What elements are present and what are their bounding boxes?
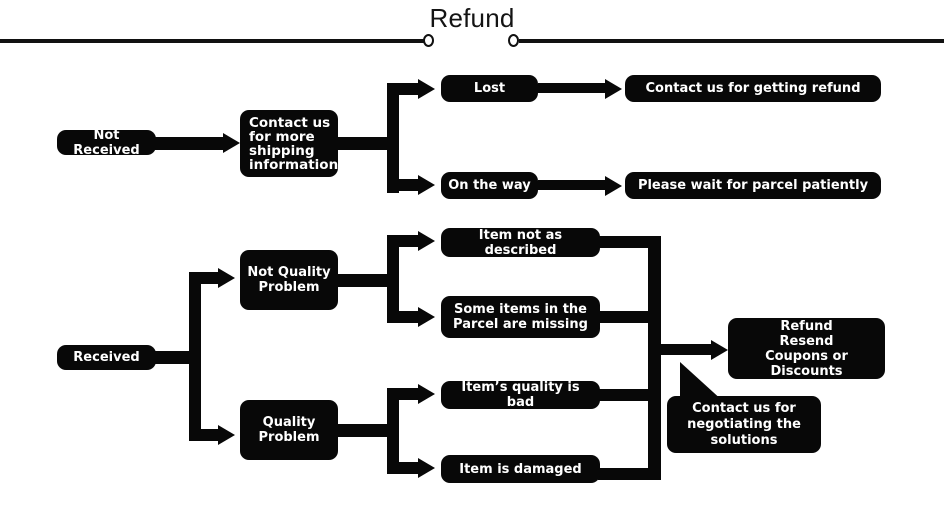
arrow-head-to-quality-bad (418, 384, 435, 404)
node-not-as-described-label: Item not as described (478, 227, 563, 258)
connector-not-received-to-contact (155, 137, 225, 150)
connector-merge-bus (648, 236, 661, 480)
arrow-head-to-items-missing (418, 307, 435, 327)
connector-quality-to-split (337, 424, 399, 437)
node-items-missing[interactable]: Some items in the Parcel are missing (441, 296, 600, 338)
node-received[interactable]: Received (57, 345, 156, 370)
connector-lost-to-contact-refund (538, 83, 608, 93)
node-contact-shipping[interactable]: Contact us for more shipping information (240, 110, 338, 177)
node-quality-problem-line1: Quality (262, 415, 316, 430)
arrow-head-to-quality (218, 425, 235, 445)
node-on-the-way[interactable]: On the way (441, 172, 538, 199)
node-not-as-described[interactable]: Item not as described (441, 227, 600, 258)
node-items-missing-line1: Some items in the (453, 302, 587, 317)
node-item-damaged-label: Item is damaged (459, 461, 582, 477)
node-quality-problem[interactable]: Quality Problem (240, 400, 338, 460)
arrow-head-to-item-damaged (418, 458, 435, 478)
circle-marker-right-icon (508, 34, 519, 47)
connector-to-items-missing (387, 311, 425, 323)
arrow-head-to-not-as-described (418, 231, 435, 251)
connector-not-quality-split-bus (387, 235, 399, 323)
node-contact-refund[interactable]: Contact us for getting refund (625, 75, 881, 102)
circle-marker-left-icon (423, 34, 434, 47)
node-items-missing-line2: Parcel are missing (453, 317, 588, 332)
node-wait-parcel-label: Please wait for parcel patiently (637, 178, 869, 193)
node-quality-bad-label: Item’s quality is bad (461, 380, 580, 410)
connector-merge-quality-bad (598, 389, 660, 401)
callout-negotiate-solutions[interactable]: Contact us for negotiating the solutions (667, 396, 821, 453)
arrow-head-to-lost (418, 79, 435, 99)
connector-to-item-damaged (387, 462, 425, 474)
connector-to-quality-bad (387, 388, 425, 400)
node-not-received[interactable]: Not Received (57, 127, 156, 158)
connector-to-not-as-described (387, 235, 425, 247)
header-rule-left (0, 39, 424, 43)
node-not-quality-problem-line2: Problem (258, 280, 320, 295)
header-rule-right (519, 39, 944, 43)
connector-quality-split-bus (387, 388, 399, 474)
connector-not-quality-to-split (337, 274, 399, 287)
node-not-quality-problem[interactable]: Not Quality Problem (240, 250, 338, 310)
node-quality-problem-line2: Problem (258, 430, 320, 445)
arrow-head-on-the-way-to-wait (605, 176, 622, 196)
arrow-head-not-received-to-contact (223, 133, 240, 153)
node-contact-shipping-line4: information (249, 156, 339, 173)
node-contact-shipping-line1: Contact us (249, 114, 331, 131)
connector-contact-to-split (337, 137, 399, 150)
callout-line2: negotiating the (687, 416, 801, 432)
connector-merge-not-as-described (598, 236, 660, 248)
node-not-received-label: Not Received (73, 127, 140, 158)
arrow-head-lost-to-contact-refund (605, 79, 622, 99)
connector-split-to-quality (189, 429, 225, 441)
connector-on-the-way-to-wait (538, 180, 608, 190)
node-wait-parcel[interactable]: Please wait for parcel patiently (625, 172, 881, 199)
callout-pointer-icon (680, 362, 724, 402)
node-item-damaged[interactable]: Item is damaged (441, 455, 600, 483)
arrow-head-to-not-quality (218, 268, 235, 288)
node-lost[interactable]: Lost (441, 75, 538, 102)
node-on-the-way-label: On the way (448, 178, 531, 193)
connector-split-to-lost (387, 83, 425, 95)
arrow-head-to-on-the-way (418, 175, 435, 195)
connector-merge-to-refund (648, 344, 714, 355)
node-contact-refund-label: Contact us for getting refund (645, 81, 861, 96)
node-received-label: Received (73, 350, 140, 365)
connector-split-to-on-the-way (387, 179, 425, 191)
connector-split-to-not-quality (189, 272, 225, 284)
connector-received-split-bus (189, 272, 201, 441)
node-contact-shipping-line2: for more (249, 128, 315, 145)
node-contact-shipping-line3: shipping (249, 142, 315, 159)
node-refund-line1: Refund (780, 318, 833, 334)
node-refund-line3: Coupons or Discounts (765, 348, 848, 379)
arrow-head-merge-to-refund (711, 340, 728, 360)
connector-merge-items-missing (598, 311, 660, 323)
node-refund-line2: Resend (779, 333, 834, 349)
page-title: Refund (429, 3, 515, 33)
node-not-quality-problem-line1: Not Quality (247, 265, 331, 280)
callout-line3: solutions (710, 432, 778, 448)
connector-merge-item-damaged (598, 468, 660, 480)
node-quality-bad[interactable]: Item’s quality is bad (441, 380, 600, 410)
connector-split-bus-top (387, 83, 399, 193)
callout-line1: Contact us for (692, 400, 796, 416)
node-refund-resend[interactable]: Refund Resend Coupons or Discounts (728, 318, 885, 379)
node-lost-label: Lost (473, 81, 506, 96)
